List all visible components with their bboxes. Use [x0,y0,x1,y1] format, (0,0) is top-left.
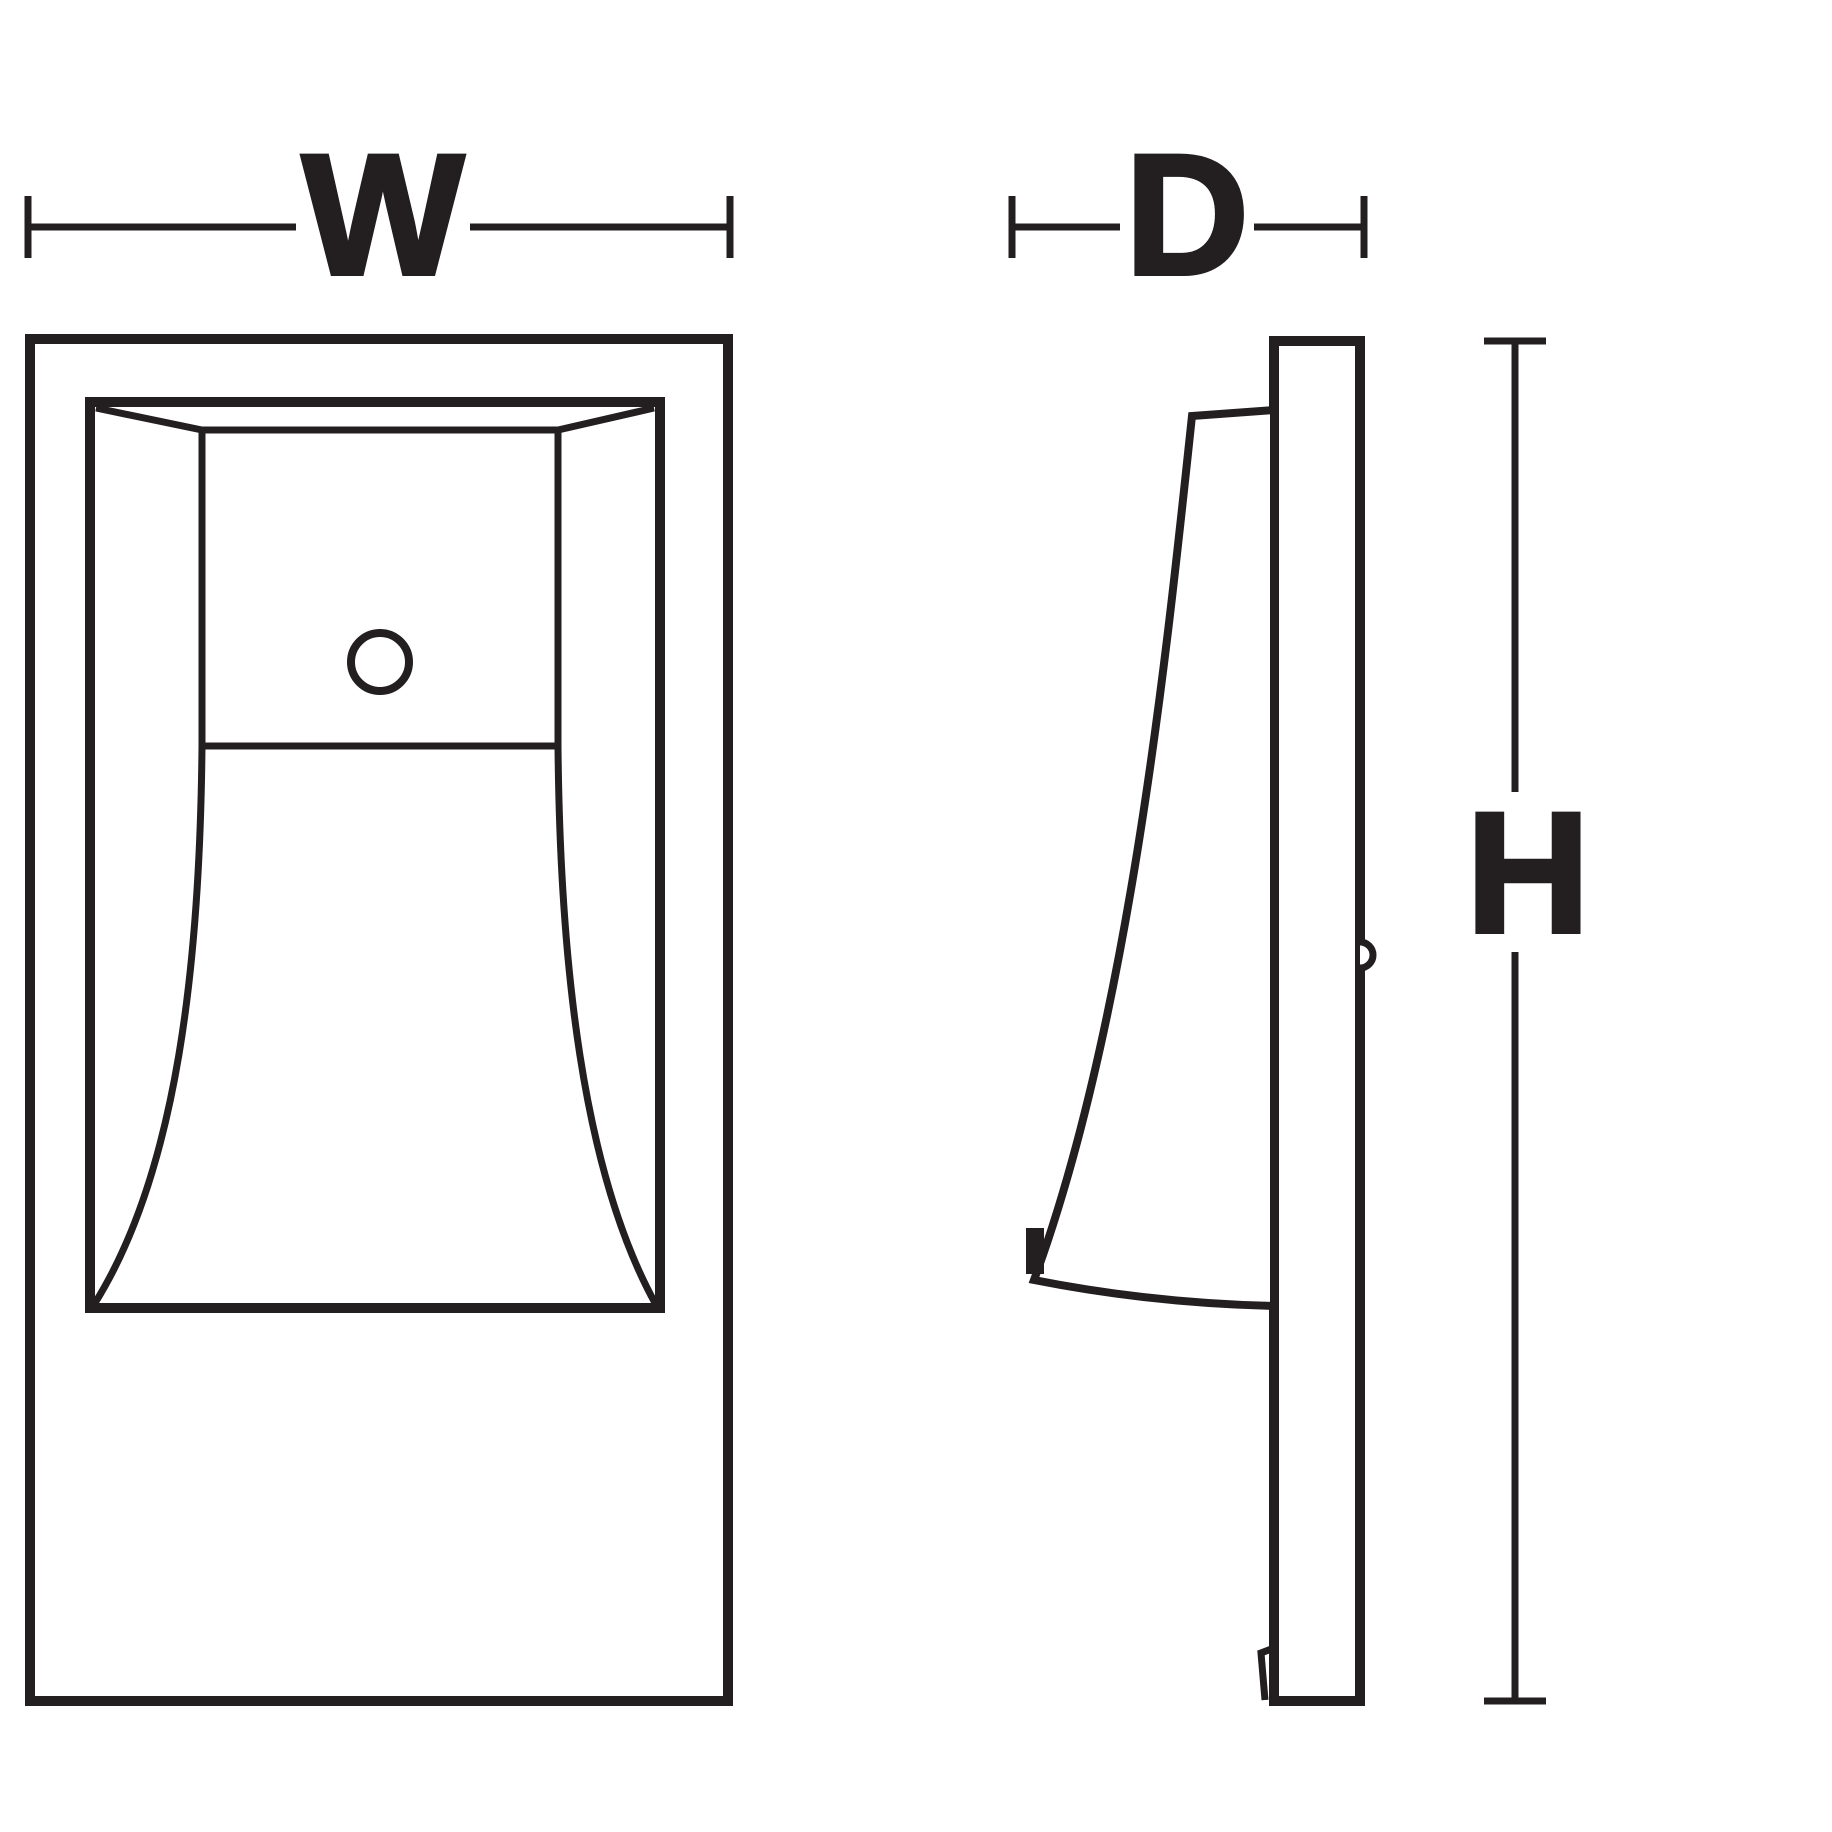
front-body-frame [85,397,665,1313]
width-label: W [302,119,465,311]
side-switch-nub [1026,1228,1044,1274]
front-view [25,334,733,1706]
front-top-facet-right [557,404,655,434]
side-bottom-step [1257,1644,1276,1701]
depth-label: D [1125,119,1249,311]
front-flare-curve-left [92,745,206,1305]
width-dimension: W [24,117,734,313]
front-flare-curve-right [554,745,659,1305]
side-view [1026,336,1377,1706]
height-dimension: H [1464,337,1592,1705]
front-knob-circle [347,629,413,695]
depth-dimension: D [1008,117,1368,313]
side-body-profile [1028,405,1278,1311]
side-backplate [1269,336,1365,1706]
front-top-facet-left [95,404,203,434]
height-label: H [1466,777,1590,969]
side-photocell-bump [1359,938,1377,972]
